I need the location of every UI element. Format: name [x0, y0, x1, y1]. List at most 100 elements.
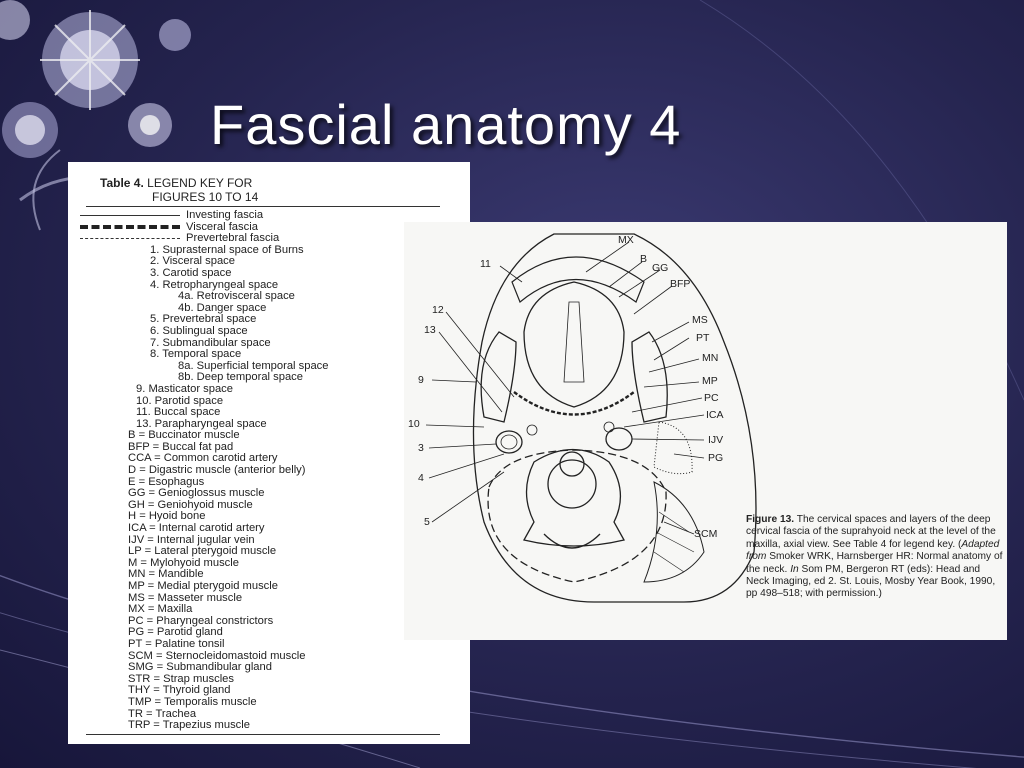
label-scm: SCM	[694, 528, 718, 540]
legend-entry: BFP = Buccal fat pad	[128, 440, 234, 453]
fascia-line-sample	[80, 238, 180, 240]
label-11: 11	[480, 258, 491, 270]
label-4: 4	[418, 472, 424, 484]
flower-decoration-icon	[0, 0, 191, 231]
label-mx: MX	[618, 234, 634, 246]
legend-entry: D = Digastric muscle (anterior belly)	[128, 464, 306, 477]
maxilla-arch	[511, 256, 645, 303]
legend-entry: CCA = Common carotid artery	[128, 452, 278, 465]
parotid-region	[653, 421, 693, 475]
fascia-key-row: Prevertebral fascia	[80, 233, 329, 245]
fascia-key-row: Investing fascia	[80, 209, 329, 222]
label-3: 3	[418, 442, 424, 454]
caption-text-3: Som PM, Bergeron RT (eds): Head and Neck…	[746, 563, 996, 600]
legend-entry: 8a. Superficial temporal space	[178, 359, 329, 372]
fascia-key-row: Visceral fascia	[80, 220, 329, 234]
legend-entry: 4b. Danger space	[178, 301, 267, 314]
label-b: B	[640, 253, 648, 265]
legend-entry: MP = Medial pterygoid muscle	[128, 580, 278, 592]
label-mn: MN	[702, 352, 719, 364]
legend-entry: 8b. Deep temporal space	[178, 371, 304, 384]
label-bfp: BFP	[670, 278, 691, 290]
scm-region	[643, 481, 705, 583]
fascia-line-sample	[80, 215, 180, 217]
visceral-fascia-line	[513, 391, 635, 416]
label-5: 5	[424, 516, 430, 528]
fascia-line-sample	[80, 225, 180, 230]
legend-entry: 8. Temporal space	[150, 348, 242, 361]
figure-caption: Figure 13. The cervical spaces and layer…	[746, 514, 1004, 601]
legend-entry: LP = Lateral pterygoid muscle	[128, 545, 277, 558]
left-carotid	[495, 430, 523, 454]
left-ramus	[480, 331, 517, 423]
fascia-key-label: Visceral fascia	[186, 220, 258, 233]
legend-entry: IJV = Internal jugular vein	[128, 533, 255, 546]
label-pc: PC	[704, 392, 719, 404]
legend-entry: 3. Carotid space	[150, 266, 232, 279]
fascia-key-label: Prevertebral fascia	[186, 232, 280, 245]
label-13: 13	[424, 324, 436, 336]
table-heading: Table 4. LEGEND KEY FOR FIGURES 10 TO 14	[100, 176, 258, 204]
caption-italic-2: In	[790, 563, 799, 575]
legend-entry: 11. Buccal space	[136, 406, 221, 419]
legend-entry: 4. Retropharyngeal space	[150, 278, 279, 291]
table-top-rule	[86, 206, 440, 207]
legend-entry: 7. Submandibular space	[150, 336, 271, 349]
legend-entry: 9. Masticator space	[136, 382, 234, 395]
right-carotid	[605, 427, 633, 451]
figure-panel: MX B GG BFP 11 12 13 MS PT MN MP PC ICA …	[404, 222, 1007, 640]
legend-entry: SCM = Sternocleidomastoid muscle	[128, 649, 306, 662]
caption-italic-1: Adapted from	[746, 538, 1000, 563]
legend-entry: E = Esophagus	[128, 475, 205, 488]
label-pg: PG	[708, 452, 724, 464]
label-ica: ICA	[706, 409, 724, 421]
caption-text-1: The cervical spaces and layers of the de…	[746, 514, 996, 550]
legend-entry: TMP = Temporalis muscle	[128, 695, 257, 708]
legend-entry: MN = Mandible	[128, 568, 204, 581]
legend-entry: THY = Thyroid gland	[128, 684, 231, 697]
legend-entry: GG = Genioglossus muscle	[128, 487, 265, 500]
table-bottom-rule	[86, 734, 440, 735]
right-ramus	[631, 331, 668, 423]
legend-table-panel: Table 4. LEGEND KEY FOR FIGURES 10 TO 14…	[68, 162, 470, 744]
legend-entry: GH = Geniohyoid muscle	[128, 498, 253, 511]
legend-entry: 6. Sublingual space	[150, 324, 248, 337]
legend-entry: MS = Masseter muscle	[128, 591, 243, 604]
legend-entry: PT = Palatine tonsil	[128, 637, 225, 650]
label-ms: MS	[692, 314, 708, 326]
label-ijv: IJV	[708, 434, 724, 446]
prevertebral-fascia-line	[487, 449, 667, 583]
legend-entry: 10. Parotid space	[136, 394, 224, 407]
legend-entry: TRP = Trapezius muscle	[128, 719, 250, 732]
oral-cavity	[523, 281, 625, 408]
label-12: 12	[432, 304, 444, 316]
legend-entry: 13. Parapharyngeal space	[136, 417, 267, 430]
axial-neck-diagram	[425, 233, 757, 603]
legend-entry: TR = Trachea	[128, 707, 197, 720]
legend-entry: STR = Strap muscles	[128, 672, 235, 685]
label-9: 9	[418, 374, 424, 386]
legend-entry: B = Buccinator muscle	[128, 429, 240, 442]
legend-entry: M = Mylohyoid muscle	[128, 556, 239, 569]
legend-entry: 1. Suprasternal space of Burns	[150, 243, 304, 256]
table-number: Table 4.	[100, 176, 144, 190]
legend-entry: MX = Maxilla	[128, 603, 193, 616]
table-heading-line2: FIGURES 10 TO 14	[152, 190, 259, 204]
fascia-key-label: Investing fascia	[186, 209, 264, 221]
caption-text-2: Smoker WRK, Harnsberger HR: Normal anato…	[746, 551, 1003, 575]
neck-outline	[472, 233, 757, 603]
label-mp: MP	[702, 375, 718, 387]
legend-entry: SMG = Submandibular gland	[128, 661, 272, 674]
caption-figure-number: Figure 13.	[746, 514, 795, 525]
legend-entry: 2. Visceral space	[150, 255, 235, 268]
table-heading-line1: LEGEND KEY FOR	[147, 176, 253, 190]
legend-entry: PC = Pharyngeal constrictors	[128, 614, 274, 627]
vertebra	[523, 448, 625, 547]
label-10: 10	[408, 418, 420, 430]
legend-entry: 5. Prevertebral space	[150, 313, 257, 326]
legend-entry: PG = Parotid gland	[128, 626, 223, 639]
legend-entry: 4a. Retrovisceral space	[178, 290, 295, 303]
label-pt: PT	[696, 332, 710, 344]
legend-entry: ICA = Internal carotid artery	[128, 522, 265, 535]
